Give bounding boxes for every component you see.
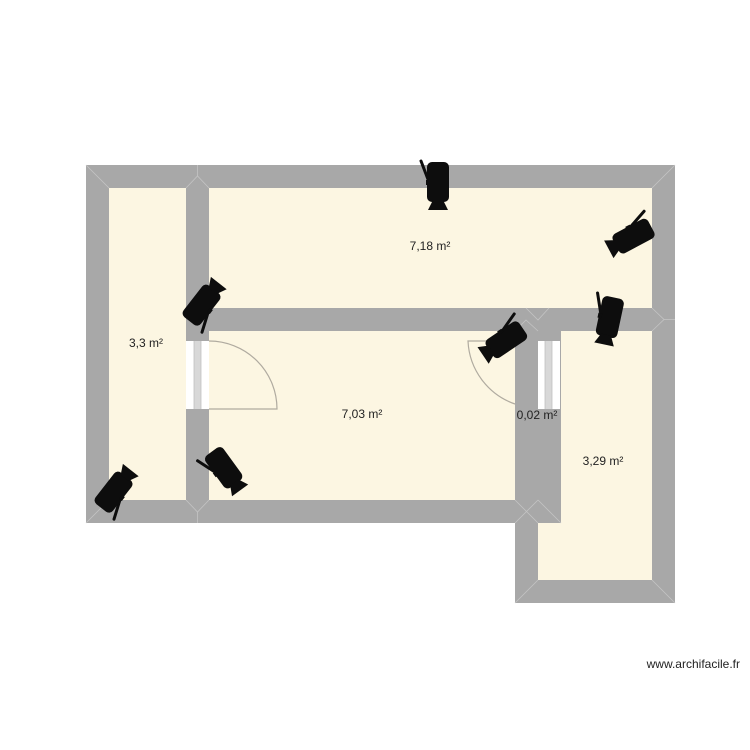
area-label-room-left: 3,3 m² [128,336,164,350]
floor-room-middle [209,331,515,500]
area-label-room-passage: 0,02 m² [516,408,558,422]
watermark-link[interactable]: www.archifacile.fr [646,657,740,671]
floor-room-right-lower [538,523,561,580]
area-label-room-top: 7,18 m² [409,239,451,253]
floor-room-left [109,188,186,500]
wall-joints [85,164,676,604]
area-label-room-middle: 7,03 m² [341,407,383,421]
area-label-room-right: 3,29 m² [582,454,624,468]
door-right[interactable] [467,340,560,409]
door-left[interactable] [186,340,278,410]
floor-room-right [561,331,652,580]
